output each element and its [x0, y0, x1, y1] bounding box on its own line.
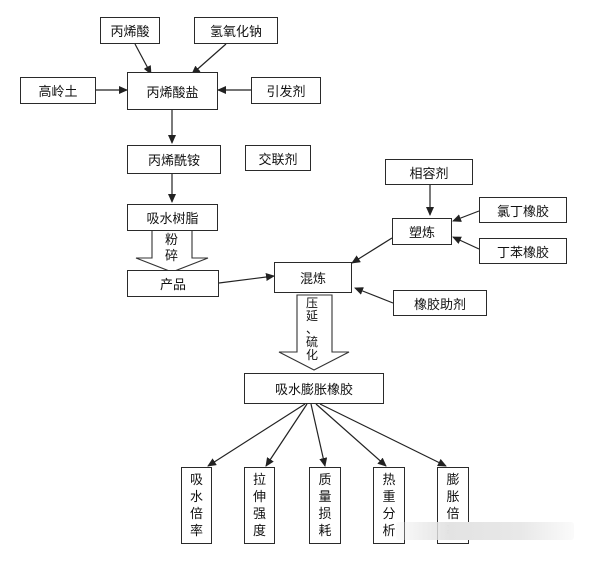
crushing-hollow-arrow: [135, 229, 209, 273]
test-char: 损: [318, 506, 332, 522]
test-char: 重: [382, 489, 396, 505]
node-water-swelling-rubber: 吸水膨胀橡胶: [244, 373, 384, 404]
label-press-char: 硫: [306, 335, 319, 349]
node-rubber-additive: 橡胶助剂: [393, 290, 487, 316]
arrow-to-test-2: [265, 403, 308, 467]
arrow-plasticizing-to-mixing: [351, 237, 393, 264]
arrow-to-test-5: [319, 403, 447, 467]
label-press-char: 化: [306, 348, 319, 362]
node-product: 产品: [127, 270, 219, 297]
arrow-sbr-to-plasticizing: [452, 236, 480, 250]
node-initiator: 引发剂: [251, 77, 321, 104]
arrow-product-to-mixing: [218, 273, 275, 284]
test-char: 倍: [446, 506, 460, 522]
test-char: 膨: [446, 472, 460, 488]
test-char: 率: [189, 523, 203, 539]
node-compatibilizer: 相容剂: [385, 159, 473, 185]
test-char: 强: [252, 506, 266, 522]
test-char: 水: [189, 489, 203, 505]
test-char: 吸: [189, 472, 203, 488]
arrow-acrylic-acid-to-salt: [134, 43, 152, 75]
arrow-additive-to-mixing: [354, 287, 394, 304]
test-mass-loss: 质 量 损 耗: [309, 467, 341, 544]
node-acrylate-salt: 丙烯酸盐: [127, 72, 218, 110]
node-mixing: 混炼: [274, 262, 352, 293]
label-press-char: 延: [306, 309, 319, 323]
arrow-to-test-1: [207, 403, 306, 467]
node-sodium-hydroxide: 氢氧化钠: [194, 17, 278, 44]
test-char: 度: [252, 523, 266, 539]
test-char: 耗: [318, 523, 332, 539]
label-press-char: 、: [306, 322, 319, 336]
node-kaolin: 高岭土: [20, 77, 96, 104]
arrow-to-test-4: [315, 403, 387, 467]
label-press-char: 压: [306, 296, 319, 310]
watermark-blur: [396, 522, 574, 540]
node-plasticizing: 塑炼: [392, 218, 452, 245]
label-crushing-char: 碎: [165, 249, 179, 264]
test-char: 热: [382, 472, 396, 488]
label-press-vulcanize: 压 延 、 硫 化: [306, 297, 318, 362]
node-crosslinker: 交联剂: [245, 145, 311, 171]
node-acrylamide: 丙烯酰铵: [127, 145, 221, 174]
vulcanize-hollow-arrow: [278, 294, 350, 371]
test-char: 拉: [252, 472, 266, 488]
arrow-to-test-3: [310, 403, 328, 467]
node-acrylic-acid: 丙烯酸: [100, 17, 160, 44]
test-char: 伸: [252, 489, 266, 505]
test-water-absorption: 吸 水 倍 率: [181, 467, 212, 544]
test-char: 质: [318, 472, 332, 488]
label-crushing-char: 粉: [165, 233, 179, 248]
test-char: 析: [382, 523, 396, 539]
node-chloroprene-rubber: 氯丁橡胶: [479, 197, 567, 223]
node-sbr: 丁苯橡胶: [479, 238, 567, 264]
test-char: 分: [382, 506, 396, 522]
test-char: 胀: [446, 489, 460, 505]
label-crushing: 粉 碎: [165, 233, 178, 265]
test-char: 量: [318, 489, 332, 505]
arrow-chloroprene-to-plasticizing: [452, 210, 480, 222]
test-tensile-strength: 拉 伸 强 度: [244, 467, 275, 544]
test-char: 倍: [189, 506, 203, 522]
node-sap-resin: 吸水树脂: [127, 204, 218, 231]
arrow-naoh-to-salt: [191, 43, 227, 75]
